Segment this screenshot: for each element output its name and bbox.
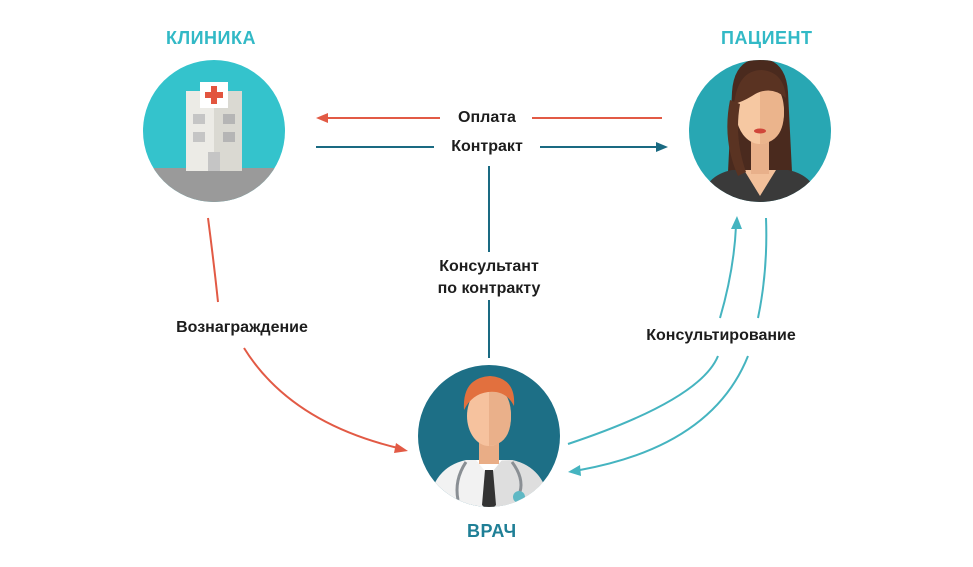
payment-arrow [316, 113, 662, 123]
consulting-label: Консультирование [646, 327, 796, 344]
reward-arrow [207, 217, 408, 453]
contract-arrow [316, 142, 668, 152]
contract-label: Контракт [451, 138, 523, 155]
contract-consultant-label: Консультант по контракту [437, 258, 541, 297]
woman-avatar-icon [689, 60, 831, 202]
patient-node [689, 60, 831, 202]
clinic-title: КЛИНИКА [166, 28, 256, 48]
clinic-node [143, 60, 285, 202]
doctor-title: ВРАЧ [467, 521, 517, 541]
hospital-building-icon [143, 60, 285, 202]
patient-title: ПАЦИЕНТ [721, 28, 813, 48]
doctor-avatar-icon [418, 365, 560, 507]
reward-label: Вознаграждение [176, 319, 308, 336]
doctor-node [418, 365, 560, 507]
payment-label: Оплата [458, 109, 516, 126]
consulting-arrows [567, 216, 768, 476]
